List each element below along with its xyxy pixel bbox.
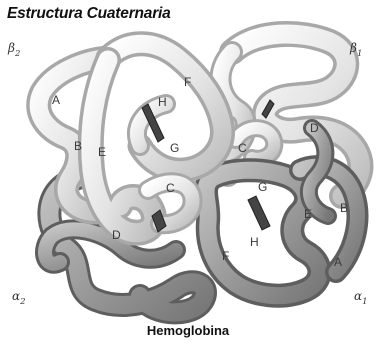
- helix-label: G: [258, 180, 267, 194]
- helix-label: H: [250, 235, 259, 249]
- helix-label: A: [334, 255, 342, 269]
- figure-caption: Hemoglobina: [0, 323, 376, 338]
- helix-label: G: [170, 141, 179, 155]
- subunit-label-alpha1: α1: [354, 289, 368, 307]
- beta2-chain: [39, 44, 223, 233]
- helix-label: D: [112, 228, 121, 242]
- helix-label: A: [52, 93, 60, 107]
- helix-label: F: [222, 249, 229, 263]
- subunit-label-alpha2: α2: [12, 289, 26, 307]
- helix-label: E: [98, 145, 106, 159]
- heme-alpha1: [248, 196, 270, 230]
- subunit-label-beta2: β2: [7, 41, 20, 59]
- helix-label: E: [304, 207, 312, 221]
- helix-label: B: [74, 139, 82, 153]
- helix-label: F: [184, 75, 191, 89]
- helix-label: C: [166, 181, 175, 195]
- helix-label: C: [238, 141, 247, 155]
- helix-label: B: [340, 201, 348, 215]
- helix-label: H: [158, 95, 167, 109]
- helix-label: D: [310, 121, 319, 135]
